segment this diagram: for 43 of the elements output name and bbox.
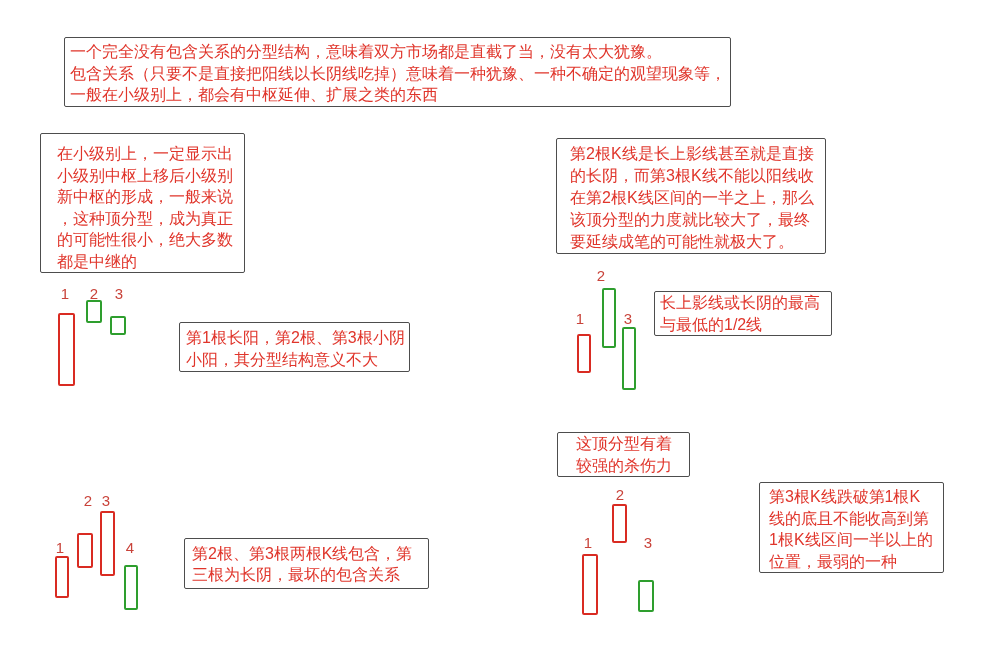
- candlestick: [58, 313, 75, 386]
- candle-number: 2: [596, 266, 606, 284]
- candle-number: 3: [623, 309, 633, 327]
- candle-number: 2: [89, 284, 99, 302]
- candlestick: [100, 511, 115, 576]
- candlestick: [124, 565, 138, 610]
- note-box: [654, 291, 832, 336]
- note-text: 第1根长阳，第2根、第3根小阴小阳，其分型结构意义不大: [186, 328, 406, 370]
- note-box: [759, 482, 944, 573]
- note-box: [184, 538, 429, 589]
- candle-number: 3: [101, 491, 111, 509]
- candlestick: [602, 288, 616, 348]
- candle-number: 1: [55, 538, 65, 556]
- candlestick: [582, 554, 598, 615]
- note-text: 这顶分型有着较强的杀伤力: [574, 434, 673, 476]
- candle-number: 2: [83, 491, 93, 509]
- note-box: [556, 138, 826, 254]
- note-text: 第3根K线跌破第1根K线的底且不能收高到第1根K线区间一半以上的位置，最弱的一种: [769, 487, 933, 572]
- candlestick: [86, 300, 102, 323]
- note-text: 一个完全没有包含关系的分型结构，意味着双方市场都是直截了当，没有太大犹豫。: [70, 42, 663, 62]
- candle-number: 4: [125, 538, 135, 556]
- candle-number: 1: [575, 309, 585, 327]
- note-box: [179, 322, 410, 372]
- candle-number: 3: [643, 533, 653, 551]
- candle-number: 1: [583, 533, 593, 551]
- note-text: 包含关系（只要不是直接把阳线以长阴线吃掉）意味着一种犹豫、一种不确定的观望现象等，一般在小级别上，都会有中枢延伸、扩展之类的东西: [70, 63, 727, 105]
- candle-number: 3: [114, 284, 124, 302]
- note-text: 第2根、第3根两根K线包含，第三根为长阴，最坏的包含关系: [192, 543, 414, 585]
- note-box: [64, 37, 731, 107]
- candlestick: [622, 327, 636, 390]
- candle-number: 2: [615, 485, 625, 503]
- note-text: 在小级别上，一定显示出小级别中枢上移后小级别新中枢的形成，一般来说，这种顶分型，成为真正的可能性很小，绝大多数都是中继的: [57, 144, 234, 272]
- note-text: 第2根K线是长上影线甚至就是直接的长阴，而第3根K线不能以阳线收在第2根K线区间的一半之上，那么该顶分型的力度就比较大了，最终要延续成笔的可能性就极大了。: [570, 144, 815, 252]
- candlestick: [77, 533, 93, 568]
- candle-number: 1: [60, 284, 70, 302]
- candlestick: [638, 580, 654, 612]
- note-text: 长上影线或长阴的最高与最低的1/2线: [660, 293, 821, 335]
- candlestick: [577, 334, 591, 373]
- candlestick: [612, 504, 627, 543]
- candlestick: [55, 556, 69, 598]
- note-box: [557, 432, 690, 477]
- note-box: [40, 133, 245, 273]
- candlestick: [110, 316, 126, 335]
